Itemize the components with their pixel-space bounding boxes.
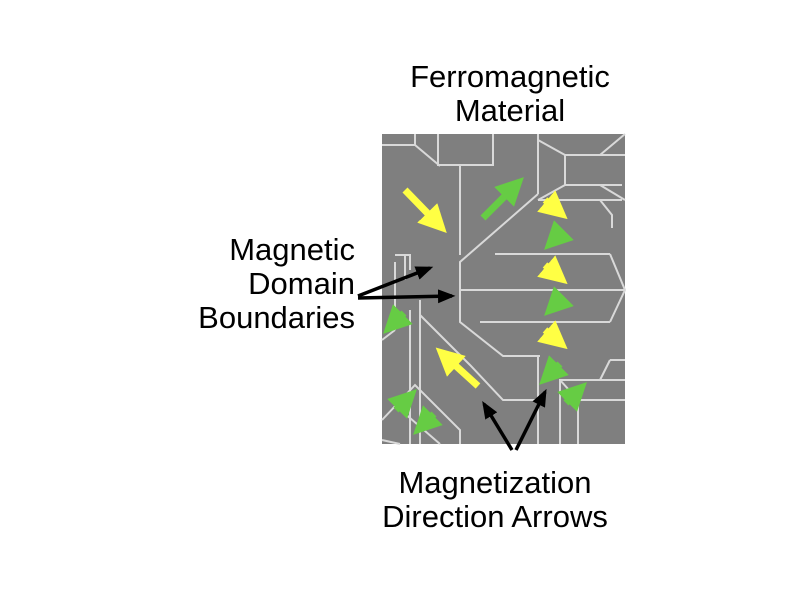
pointer-domain-lower — [358, 296, 452, 298]
